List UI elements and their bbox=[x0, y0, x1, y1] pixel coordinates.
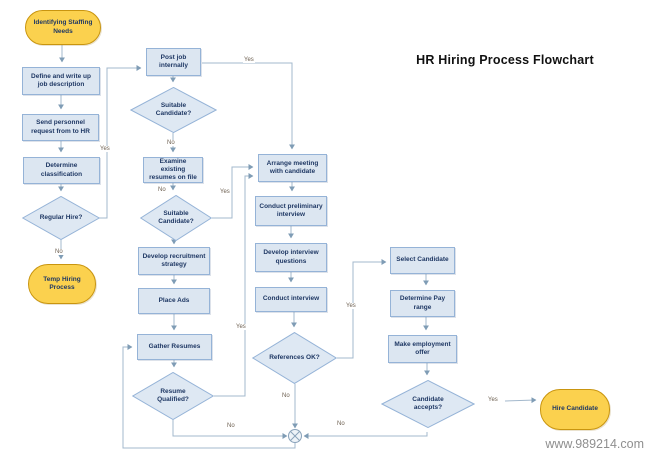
page-title: HR Hiring Process Flowchart bbox=[416, 53, 594, 67]
edge-label-references-no: No bbox=[281, 393, 291, 399]
node-define-job-description: Define and write up job description bbox=[22, 67, 100, 95]
node-references-ok: References OK? bbox=[252, 332, 337, 384]
diamond-shape bbox=[130, 87, 217, 133]
edge-references-yes-select bbox=[337, 259, 387, 359]
edge-label-regular-hire-no: No bbox=[54, 249, 64, 255]
edge-accepts-yes-hire bbox=[504, 397, 537, 404]
junction-connector-icon bbox=[288, 429, 302, 443]
edge-label-references-yes: Yes bbox=[345, 303, 357, 309]
edge-label-accepts-yes: Yes bbox=[487, 397, 499, 403]
node-develop-interview-questions: Develop interview questions bbox=[255, 243, 327, 272]
node-gather-resumes: Gather Resumes bbox=[137, 334, 212, 360]
node-temp-hiring-process: Temp Hiring Process bbox=[28, 264, 96, 304]
node-examine-existing-resumes: Examine existing resumes on file bbox=[143, 157, 203, 183]
decision-label: Suitable Candidate? bbox=[158, 209, 194, 225]
decision-label: References OK? bbox=[269, 353, 320, 361]
decision-label: Resume Qualified? bbox=[157, 387, 189, 403]
diamond-shape bbox=[22, 196, 100, 240]
node-conduct-interview: Conduct interview bbox=[255, 287, 327, 312]
node-suitable-candidate-1: Suitable Candidate? bbox=[130, 87, 217, 133]
edge-label-resume-qualified-no: No bbox=[226, 423, 236, 429]
node-resume-qualified: Resume Qualified? bbox=[132, 372, 214, 420]
node-suitable-candidate-2: Suitable Candidate? bbox=[140, 195, 212, 241]
edge-label-regular-hire-yes: Yes bbox=[99, 146, 111, 152]
node-hire-candidate: Hire Candidate bbox=[540, 389, 610, 430]
edge-label-suitable2-yes: Yes bbox=[219, 189, 231, 195]
edge-resumeq-yes-arrange bbox=[214, 173, 254, 397]
decision-label: Candidate accepts? bbox=[412, 395, 444, 411]
diamond-shape bbox=[381, 380, 475, 428]
edge-label-post-job-yes: Yes bbox=[243, 57, 255, 63]
edge-label-suitable1-no: No bbox=[166, 140, 176, 146]
edge-junction-feedback-gather bbox=[122, 344, 296, 449]
node-select-candidate: Select Candidate bbox=[390, 247, 455, 274]
edge-label-examine-no: No bbox=[157, 187, 167, 193]
node-determine-classification: Determine classification bbox=[23, 157, 100, 184]
node-arrange-meeting: Arrange meeting with candidate bbox=[258, 154, 327, 182]
node-regular-hire: Regular Hire? bbox=[22, 196, 100, 240]
diamond-shape bbox=[140, 195, 212, 241]
diamond-shape bbox=[132, 372, 214, 420]
watermark-text: www.989214.com bbox=[545, 437, 644, 451]
node-candidate-accepts: Candidate accepts? bbox=[381, 380, 475, 428]
node-send-personnel-request: Send personnel request from to HR bbox=[22, 114, 99, 141]
decision-label: Regular Hire? bbox=[39, 213, 83, 221]
node-post-job-internally: Post job internally bbox=[146, 48, 201, 76]
node-conduct-preliminary-interview: Conduct preliminary interview bbox=[255, 196, 327, 226]
node-place-ads: Place Ads bbox=[138, 288, 210, 314]
edge-accepts-no-junction bbox=[303, 432, 428, 439]
node-identifying-staffing-needs: Identifying Staffing Needs bbox=[25, 10, 101, 45]
edge-suitable2-yes-arrange bbox=[212, 164, 254, 219]
node-make-employment-offer: Make employment offer bbox=[388, 335, 457, 363]
edge-label-resume-qualified-yes: Yes bbox=[235, 324, 247, 330]
diamond-shape bbox=[252, 332, 337, 384]
decision-label: Suitable Candidate? bbox=[155, 101, 192, 117]
edge-postjob-yes-arrange bbox=[202, 62, 295, 150]
edge-label-accepts-no: No bbox=[336, 421, 346, 427]
edge-regular-yes-postjob bbox=[99, 65, 142, 219]
node-develop-recruitment-strategy: Develop recruitment strategy bbox=[138, 247, 210, 275]
node-determine-pay-range: Determine Pay range bbox=[390, 290, 455, 317]
edge-resumeq-no-junction bbox=[172, 420, 288, 439]
